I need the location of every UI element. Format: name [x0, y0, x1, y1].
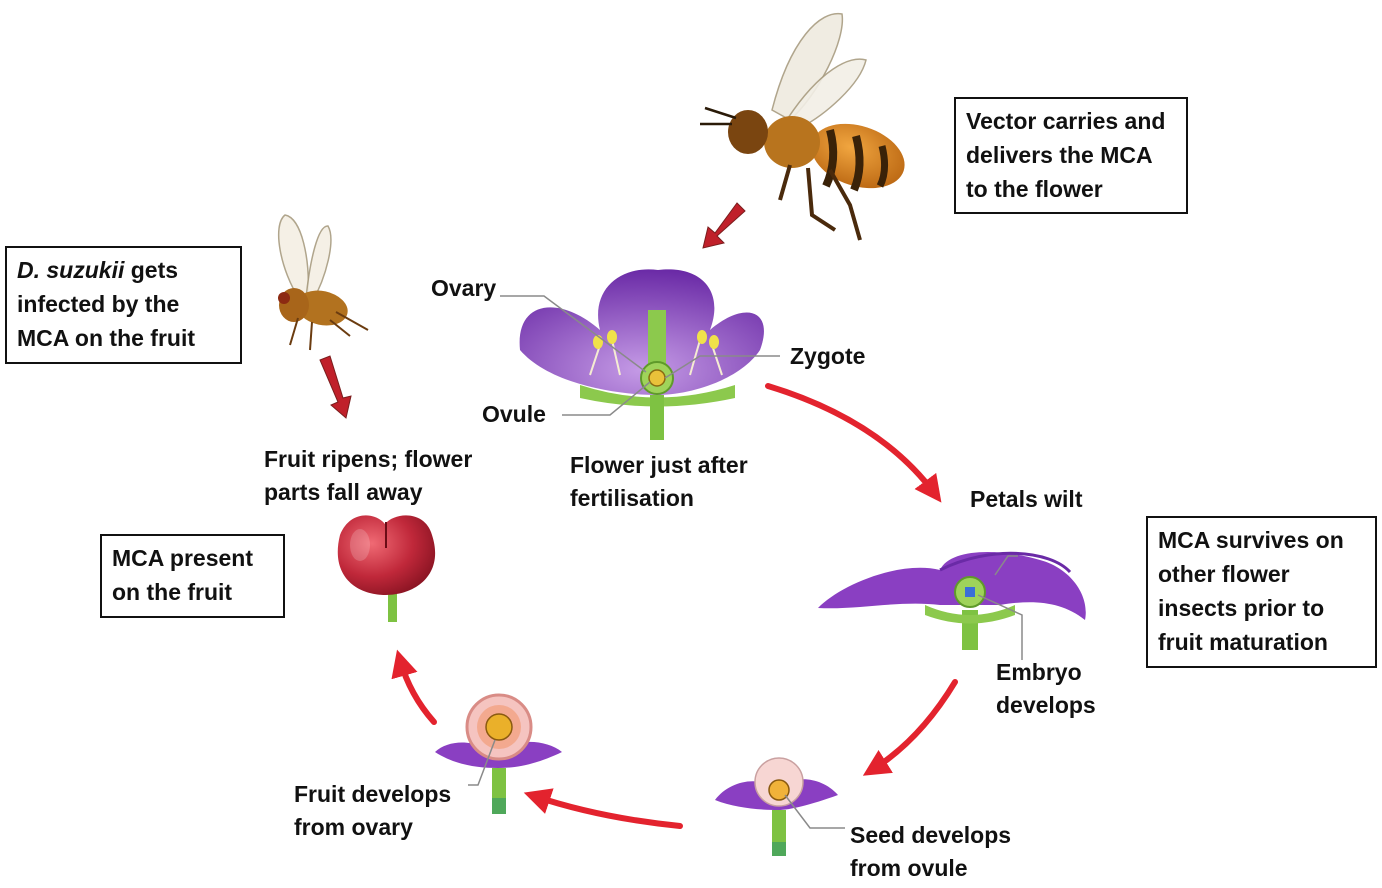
arrow-to-fruit-develops	[523, 788, 683, 829]
suzukii-species-name: D. suzukii	[17, 257, 125, 283]
ripe-cherry	[337, 515, 436, 622]
flower-seed-develops	[715, 757, 845, 856]
label-fruit-ripens: Fruit ripens; flower parts fall away	[264, 443, 472, 509]
label-fruit-develops: Fruit develops from ovary	[294, 778, 451, 844]
label-petals-wilt: Petals wilt	[970, 486, 1083, 512]
flower-fertilised	[500, 269, 780, 440]
arrow-to-seed	[862, 679, 958, 776]
mca-present-line-1: MCA present	[112, 545, 253, 571]
flower-fruit-develops	[435, 693, 562, 814]
embryo-line-1: Embryo	[996, 659, 1082, 685]
mca-present-line-2: on the fruit	[112, 579, 233, 605]
fruit-develops-line-2: from ovary	[294, 814, 413, 840]
fruit-fly-illustration	[277, 214, 369, 351]
seed-line-2: from ovule	[850, 855, 968, 881]
suzukii-box-line-1: D. suzukii gets	[17, 253, 230, 287]
suzukii-box-line-3: MCA on the fruit	[17, 325, 196, 351]
label-ovule: Ovule	[482, 401, 546, 427]
flower-after-line-1: Flower just after	[570, 452, 748, 478]
label-flower-after-fertilisation: Flower just after fertilisation	[570, 449, 748, 515]
fruit-develops-line-1: Fruit develops	[294, 781, 452, 807]
embryo-line-2: develops	[996, 692, 1096, 718]
vector-box-line-2: delivers the MCA	[966, 142, 1153, 168]
seed-line-1: Seed develops	[850, 822, 1012, 848]
fruit-ripens-line-1: Fruit ripens; flower	[264, 446, 473, 472]
mca-survives-line-1: MCA survives on	[1158, 527, 1344, 553]
flower-petals-wilt	[818, 551, 1086, 660]
vector-box: Vector carries and delivers the MCA to t…	[954, 97, 1188, 214]
suzukii-box-line-2: infected by the	[17, 291, 180, 317]
mca-survives-line-3: insects prior to	[1158, 595, 1325, 621]
label-zygote: Zygote	[790, 343, 866, 369]
cycle-arrows	[391, 383, 958, 829]
mca-present-box: MCA present on the fruit	[100, 534, 285, 618]
bee-arrow	[702, 202, 746, 249]
insect-arrows	[319, 202, 746, 419]
honeybee-illustration	[700, 12, 905, 241]
mca-survives-box: MCA survives on other flower insects pri…	[1146, 516, 1377, 668]
vector-box-line-1: Vector carries and	[966, 108, 1166, 134]
suzukii-line-1-rest: gets	[124, 257, 179, 283]
arrow-to-petals-wilt	[765, 383, 942, 503]
vector-box-line-3: to the flower	[966, 176, 1103, 202]
flower-after-line-2: fertilisation	[570, 485, 694, 511]
fruit-ripens-line-2: parts fall away	[264, 479, 423, 505]
arrow-to-fruit-ripens	[391, 649, 437, 725]
label-embryo-develops: Embryo develops	[996, 656, 1096, 722]
label-ovary: Ovary	[431, 275, 497, 301]
mca-survives-line-4: fruit maturation	[1158, 629, 1328, 655]
suzukii-box: D. suzukii gets infected by the MCA on t…	[5, 246, 242, 364]
label-seed-develops: Seed develops from ovule	[850, 819, 1011, 885]
mca-survives-line-2: other flower	[1158, 561, 1290, 587]
fly-arrow	[319, 355, 352, 419]
